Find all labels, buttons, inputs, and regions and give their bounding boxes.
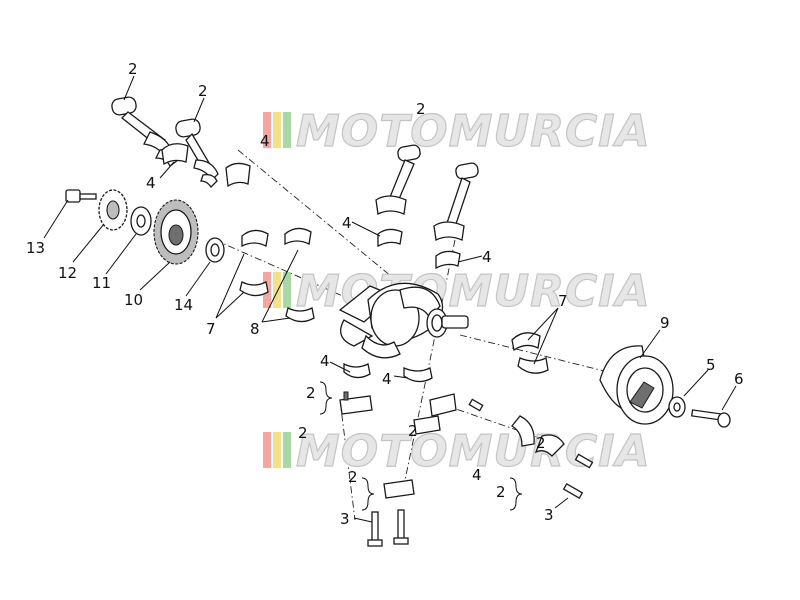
watermark-text: MOTOMURCIA xyxy=(296,106,651,157)
watermark-top: MOTOMURCIA xyxy=(263,105,651,158)
watermark-stripe-green xyxy=(283,432,291,468)
bearing-shell-upper-right-2 xyxy=(435,250,461,270)
watermark-text: MOTOMURCIA xyxy=(296,426,651,477)
callout-3-bolts-left: 3 xyxy=(340,510,350,528)
callout-8: 8 xyxy=(250,320,260,338)
watermark-middle: MOTOMURCIA xyxy=(263,265,650,318)
leader-lines xyxy=(43,75,737,523)
callout-3-bolts-right: 3 xyxy=(544,506,554,524)
callout-6: 6 xyxy=(734,370,744,388)
callout-2-cap-lower-right-2: 2 xyxy=(536,434,546,452)
gear-10 xyxy=(153,199,199,265)
rod-cap-lower-bottom xyxy=(383,479,415,499)
bolt-13 xyxy=(65,189,97,203)
rod-cap-lower-center xyxy=(429,393,457,417)
callout-12: 12 xyxy=(58,264,77,282)
callout-4-shell-left: 4 xyxy=(146,174,156,192)
bolt-6 xyxy=(690,409,731,428)
callout-5: 5 xyxy=(706,356,716,374)
callout-2-cap-lower-right: 2 xyxy=(496,483,506,501)
callout-9: 9 xyxy=(660,314,670,332)
callout-11: 11 xyxy=(92,274,111,292)
watermark-stripe-yellow xyxy=(273,432,281,468)
watermark-stripe-green xyxy=(283,272,291,308)
rod-cap-lower-mid xyxy=(413,415,441,435)
bearing-shell-upper-left-2 xyxy=(225,162,251,188)
callout-4-shell-lower-3: 4 xyxy=(472,466,482,484)
callout-2-cap-lower-left: 2 xyxy=(306,384,316,402)
callout-labels: 13 12 11 10 14 7 8 7 9 5 6 2 2 2 4 4 4 4… xyxy=(26,60,744,528)
watermark-stripe-green xyxy=(283,112,291,148)
connecting-rod-upper-right-2 xyxy=(433,162,479,241)
main-bearing-shells-right-7 xyxy=(511,332,549,374)
callout-7-right: 7 xyxy=(558,292,568,310)
callout-2-cap-lower-mid: 2 xyxy=(298,424,308,442)
watermark-stripe-red xyxy=(263,112,271,148)
callout-10: 10 xyxy=(124,291,143,309)
rod-bolts xyxy=(367,398,594,547)
callout-4-shell-lower-1: 4 xyxy=(320,352,330,370)
assembly-axis-lines xyxy=(214,149,641,521)
callout-2-rod-right: 2 xyxy=(416,100,426,118)
bearing-shell-upper-right-1 xyxy=(377,228,403,248)
callout-4-shell-right-2: 4 xyxy=(482,248,492,266)
callout-14: 14 xyxy=(174,296,193,314)
watermark-stripe-red xyxy=(263,432,271,468)
callout-4-shell-left-2: 4 xyxy=(260,132,270,150)
washer-5 xyxy=(668,396,686,418)
callout-2-rod-left-2: 2 xyxy=(198,82,208,100)
washer-11 xyxy=(130,206,152,236)
connecting-rod-upper-left-2 xyxy=(175,118,219,189)
bearing-shell-upper-left-1 xyxy=(161,143,189,166)
callout-2-cap-lower-center: 2 xyxy=(408,422,418,440)
main-bearing-shells-7-8 xyxy=(239,227,315,323)
callout-2-cap-lower-bottom: 2 xyxy=(348,468,358,486)
connecting-rod-upper-right-1 xyxy=(375,144,421,215)
rod-cap-lower-left xyxy=(339,391,373,415)
watermark-stripe-yellow xyxy=(273,272,281,308)
callout-7-left: 7 xyxy=(206,320,216,338)
callout-2-rod-left-1: 2 xyxy=(128,60,138,78)
crankshaft xyxy=(338,282,469,359)
pulley-9 xyxy=(599,345,674,425)
callout-4-shell-lower-2: 4 xyxy=(382,370,392,388)
watermark-stripe-yellow xyxy=(273,112,281,148)
rod-cap-lower-right xyxy=(511,415,565,457)
lower-bearing-shells xyxy=(343,362,433,383)
watermark-bottom: MOTOMURCIA xyxy=(263,425,651,478)
seal-ring-14 xyxy=(205,237,225,263)
sprocket-12 xyxy=(98,189,128,231)
callout-4-shell-right-1: 4 xyxy=(342,214,352,232)
callout-13: 13 xyxy=(26,239,45,257)
